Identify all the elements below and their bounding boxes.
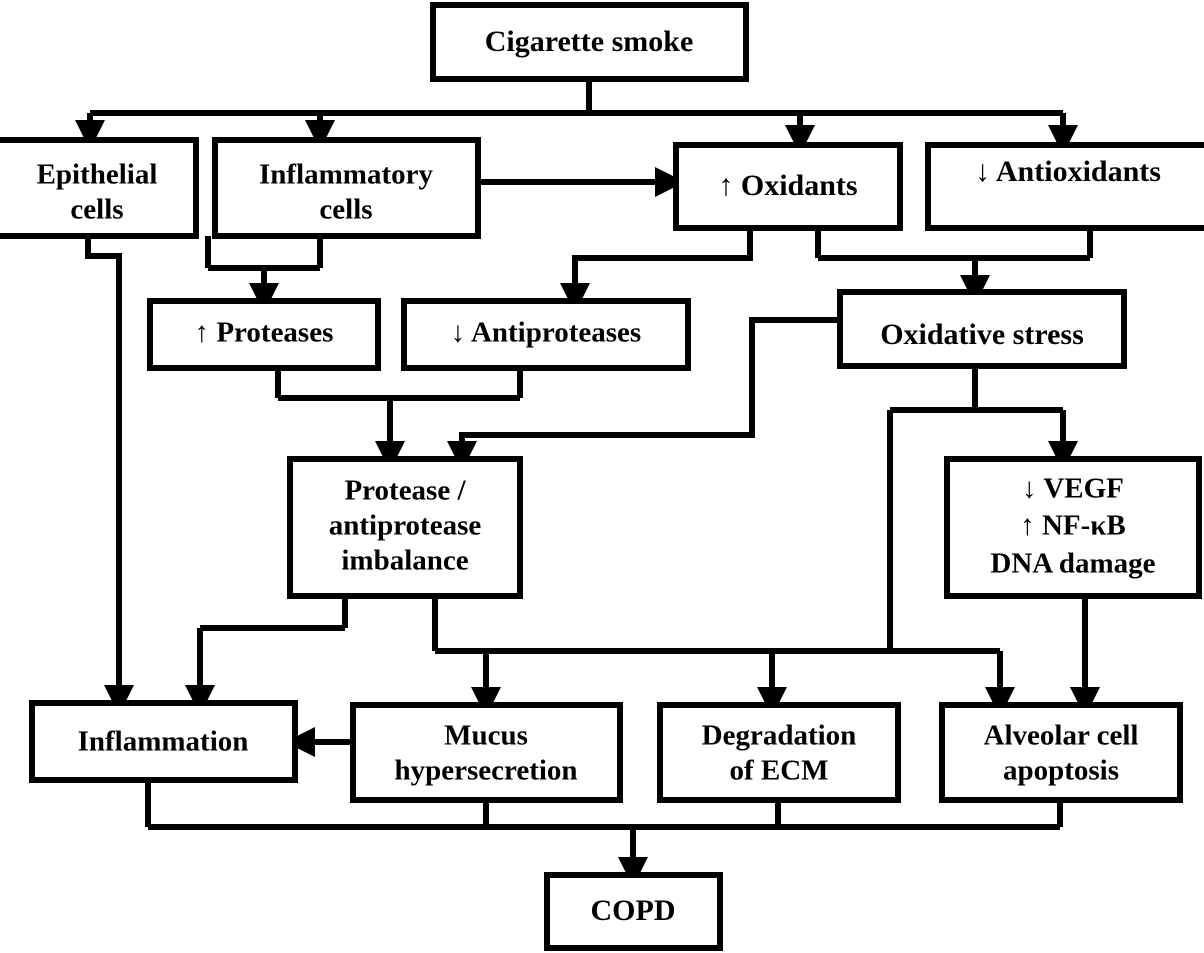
node-mucus-hypersecretion[interactable]: Mucus hypersecretion <box>350 702 623 803</box>
node-oxidative-stress[interactable]: Oxidative stress <box>837 289 1127 369</box>
edge-oxstress-left-to-imbalance <box>447 317 840 471</box>
node-alveolar-cell-apoptosis[interactable]: Alveolar cell apoptosis <box>939 702 1183 803</box>
connector-layer <box>75 79 1100 887</box>
antioxidants-label: ↓ Antioxidants <box>975 155 1161 188</box>
node-cigarette-smoke[interactable]: Cigarette smoke <box>430 2 749 82</box>
ecm-label-line1: Degradation <box>702 720 857 752</box>
node-protease-antiprotease-imbalance[interactable]: Protease / antiprotease imbalance <box>287 456 523 599</box>
mucus-label-line2: hypersecretion <box>394 755 577 787</box>
vegf-label-line2: ↑ NF-κB <box>1020 510 1126 542</box>
node-epithelial-cells[interactable]: Epithelial cells <box>0 137 199 239</box>
antiproteases-label: ↓ Antiproteases <box>451 317 641 349</box>
ecm-label-line2: of ECM <box>729 755 828 787</box>
node-antioxidants[interactable]: ↓ Antioxidants <box>925 142 1204 231</box>
edge-oxidants-left-stem <box>560 228 753 313</box>
epithelial-cells-label-line2: cells <box>70 194 123 226</box>
copd-label: COPD <box>591 894 676 927</box>
mucus-label-line1: Mucus <box>444 720 528 752</box>
apoptosis-label-line1: Alveolar cell <box>984 720 1139 752</box>
oxidants-label: ↑ Oxidants <box>718 169 857 202</box>
imbalance-label-line1: Protease / <box>344 475 466 507</box>
edge-epithelial-to-inflammation <box>85 236 134 715</box>
cigarette-smoke-label: Cigarette smoke <box>485 25 694 58</box>
oxidative-stress-label: Oxidative stress <box>880 318 1084 351</box>
inflammatory-cells-label-line1: Inflammatory <box>259 159 433 191</box>
node-antiproteases[interactable]: ↓ Antiproteases <box>401 298 691 371</box>
apoptosis-label-line2: apoptosis <box>1003 755 1119 787</box>
node-vegf-nfkb-dna[interactable]: ↓ VEGF ↑ NF-κB DNA damage <box>944 456 1202 599</box>
node-copd[interactable]: COPD <box>544 872 723 951</box>
node-inflammation[interactable]: Inflammation <box>29 700 298 783</box>
vegf-label-line3: DNA damage <box>990 548 1155 580</box>
imbalance-label-line3: imbalance <box>341 545 468 577</box>
vegf-label-line1: ↓ VEGF <box>1022 473 1124 505</box>
inflammation-label: Inflammation <box>78 726 249 758</box>
node-oxidants[interactable]: ↑ Oxidants <box>673 142 903 231</box>
node-proteases[interactable]: ↑ Proteases <box>147 298 381 371</box>
imbalance-label-line2: antiprotease <box>329 510 482 542</box>
node-degradation-ecm[interactable]: Degradation of ECM <box>657 702 901 803</box>
proteases-label: ↑ Proteases <box>195 317 334 349</box>
epithelial-cells-label-line1: Epithelial <box>37 159 158 191</box>
inflammatory-cells-label-line2: cells <box>319 194 372 226</box>
node-inflammatory-cells[interactable]: Inflammatory cells <box>212 137 481 239</box>
